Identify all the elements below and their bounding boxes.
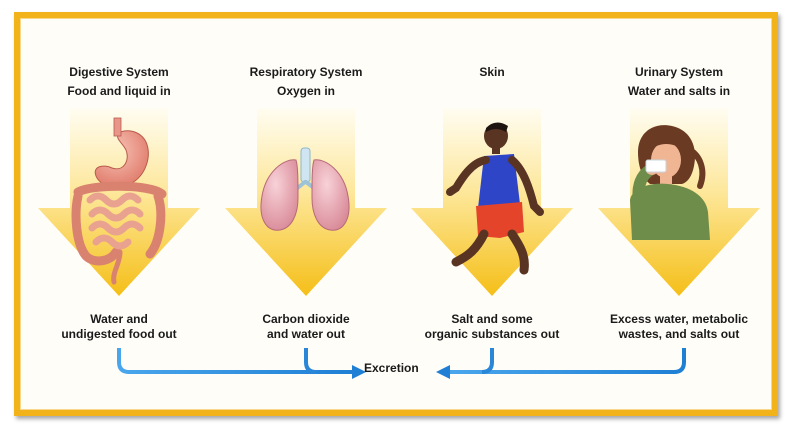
urinary-system-label: Urinary System: [634, 65, 724, 79]
urinary-output: Excess water, metabolic wastes, and salt…: [579, 312, 779, 342]
excretion-label: Excretion: [364, 361, 419, 375]
urinary-input-label: Water and salts in: [627, 84, 731, 98]
respiratory-output-line2: and water out: [266, 327, 345, 341]
diagram-inner-border: [20, 18, 772, 410]
skin-system-label: Skin: [479, 65, 505, 79]
digestive-output-line1: Water and: [90, 312, 148, 326]
urinary-heading: Urinary System Water and salts in: [584, 63, 774, 101]
lungs-icon: [260, 147, 350, 231]
excretion-flow-left: [117, 348, 366, 379]
girl-drinking-icon: [630, 125, 710, 240]
digestive-organs-icon: [71, 117, 167, 285]
digestive-system-label: Digestive System: [69, 65, 169, 79]
running-boy-icon: [446, 122, 544, 275]
respiratory-output: Carbon dioxide and water out: [206, 312, 406, 342]
respiratory-system-label: Respiratory System: [249, 65, 363, 79]
digestive-heading: Digestive System Food and liquid in: [24, 63, 214, 101]
skin-output: Salt and some organic substances out: [392, 312, 592, 342]
skin-output-line2: organic substances out: [424, 327, 560, 341]
skin-heading: Skin: [397, 63, 587, 82]
respiratory-output-line1: Carbon dioxide: [262, 312, 350, 326]
respiratory-heading: Respiratory System Oxygen in: [211, 63, 401, 101]
urinary-output-line1: Excess water, metabolic: [609, 312, 749, 326]
digestive-output: Water and undigested food out: [19, 312, 219, 342]
digestive-input-label: Food and liquid in: [67, 84, 171, 98]
digestive-output-line2: undigested food out: [61, 327, 177, 341]
arrow-respiratory: [225, 108, 387, 296]
respiratory-input-label: Oxygen in: [276, 84, 335, 98]
urinary-output-line2: wastes, and salts out: [618, 327, 740, 341]
excretion-flow-right: [436, 348, 686, 379]
skin-output-line1: Salt and some: [451, 312, 533, 326]
